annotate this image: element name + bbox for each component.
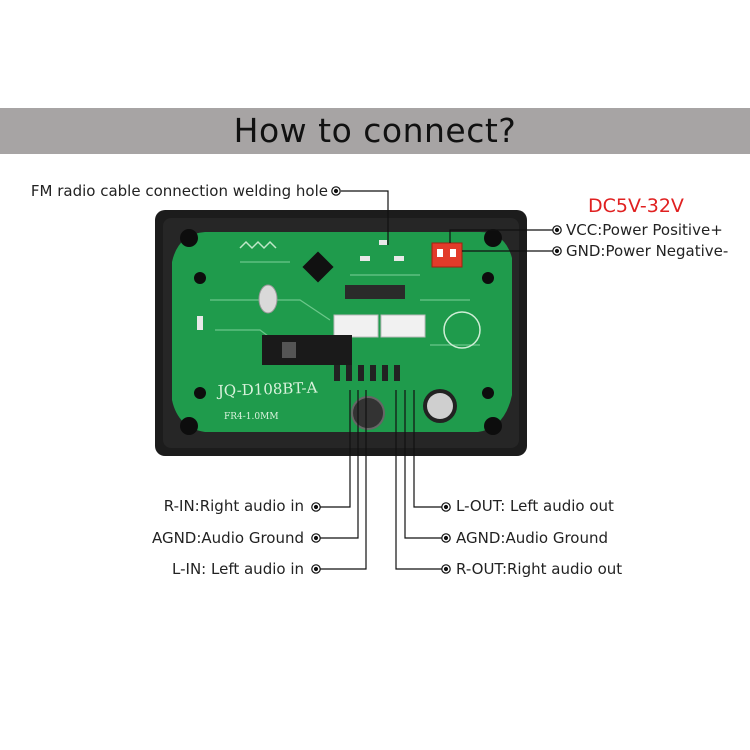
agnd-right-leader [404,390,446,539]
rin-leader [316,390,351,508]
lout-label: L-OUT: Left audio out [456,497,614,515]
antenna-trace [239,240,277,250]
fm-leader [341,190,389,245]
vcc-leader [449,229,558,243]
lin-leader [316,390,367,570]
mounting-holes [180,229,502,435]
voltage-label: DC5V-32V [588,195,684,217]
lin-label: L-IN: Left audio in [172,560,304,578]
agnd-left-leader [316,390,359,539]
gnd-label: GND:Power Negative- [566,242,729,260]
rout-leader [395,390,446,570]
crystal-oscillator [258,284,278,314]
rin-label: R-IN:Right audio in [163,497,304,515]
board-spec-text: FR4-1.0MM [224,412,279,422]
agnd-right-label: AGND:Audio Ground [456,529,609,547]
rout-label: R-OUT:Right audio out [456,560,623,578]
board-model-text: JQ-D108BT-A [216,379,318,401]
vcc-label: VCC:Power Positive+ [566,221,723,239]
lout-leader [413,390,446,508]
audio-out-connector [380,314,426,338]
agnd-left-label: AGND:Audio Ground [151,529,304,547]
inductor [351,396,385,430]
fm-label: FM radio cable connection welding hole [30,182,328,200]
page-title: How to connect? [233,111,517,150]
power-connector [431,242,463,268]
callout-markers [311,186,562,574]
bluetooth-chip [302,251,334,283]
title-banner: How to connect? [0,108,750,154]
audio-in-connector [333,314,379,338]
